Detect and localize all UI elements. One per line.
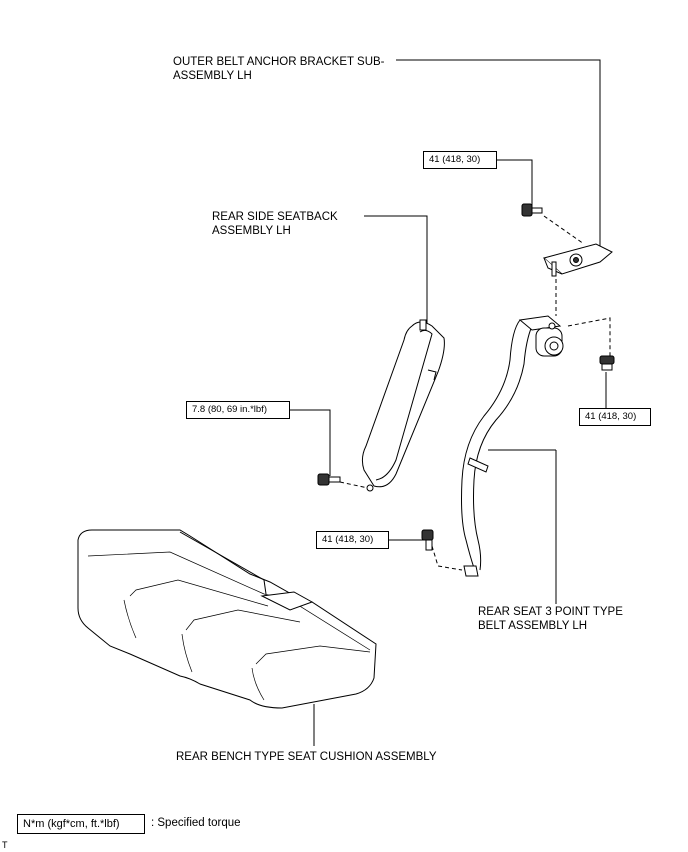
anchor-bracket-icon bbox=[542, 243, 613, 277]
corner-mark: T bbox=[2, 840, 8, 850]
bracket-bolt-icon bbox=[521, 203, 543, 217]
belt-lower-bolt-icon bbox=[421, 529, 434, 551]
torque-box-bracket-bolt: 41 (418, 30) bbox=[423, 151, 497, 169]
label-seat-belt-line1: REAR SEAT 3 POINT TYPE bbox=[478, 606, 623, 618]
seat-belt-assembly-icon bbox=[461, 315, 564, 577]
label-seatback-line2: ASSEMBLY LH bbox=[212, 225, 291, 237]
leader-seatback-bolt bbox=[290, 409, 331, 476]
label-seatback-line1: REAR SIDE SEATBACK bbox=[212, 211, 338, 223]
seatback-assembly-icon bbox=[361, 319, 445, 492]
label-outer-bracket-line1: OUTER BELT ANCHOR BRACKET SUB- bbox=[173, 56, 385, 68]
torque-box-anchor-nut: 41 (418, 30) bbox=[579, 408, 651, 426]
torque-box-belt-lower-bolt: 41 (418, 30) bbox=[316, 531, 389, 549]
leader-seatback bbox=[364, 215, 428, 324]
legend-description: : Specified torque bbox=[151, 817, 241, 829]
torque-box-seatback-bolt: 7.8 (80, 69 in.*lbf) bbox=[186, 401, 290, 419]
anchor-nut-icon bbox=[599, 355, 615, 371]
seatback-bolt-icon bbox=[317, 473, 341, 486]
legend-torque-unit-box: N*m (kgf*cm, ft.*lbf) bbox=[17, 814, 145, 834]
leader-bracket-bolt bbox=[496, 159, 533, 206]
seat-cushion-icon bbox=[77, 529, 377, 709]
label-outer-bracket-line2: ASSEMBLY LH bbox=[173, 70, 252, 82]
leader-outer-bracket bbox=[396, 59, 601, 246]
label-seat-belt-line2: BELT ASSEMBLY LH bbox=[478, 620, 588, 632]
label-seat-cushion: REAR BENCH TYPE SEAT CUSHION ASSEMBLY bbox=[176, 751, 437, 763]
